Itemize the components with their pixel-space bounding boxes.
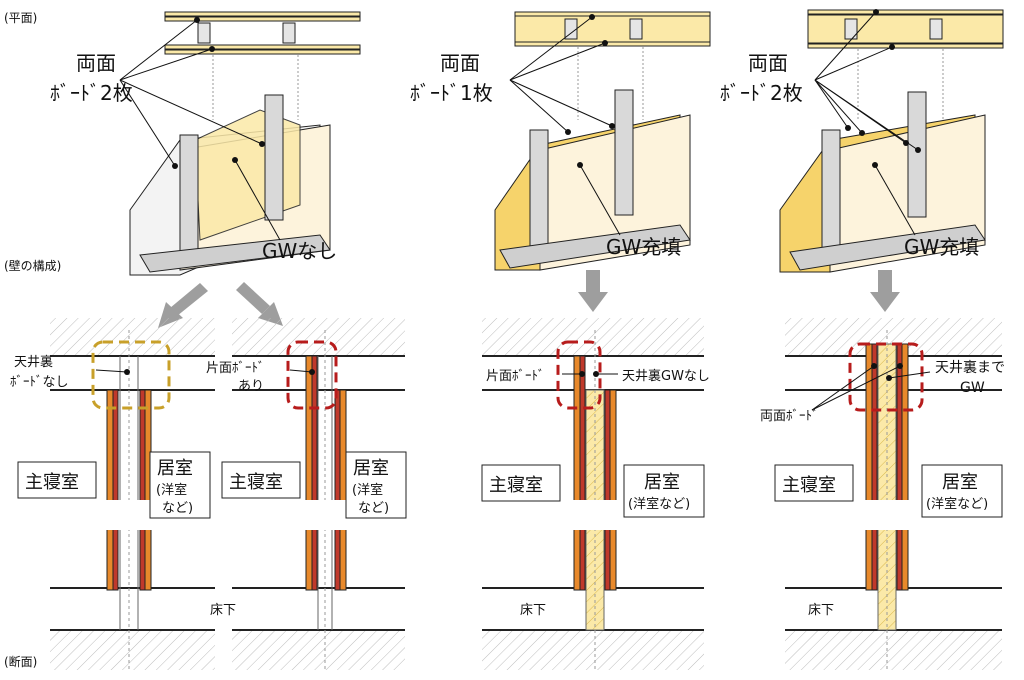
section-3: 片面ﾎﾞｰﾄﾞ 天井裏GWなし 主寝室 居室 (洋室など) 床下 [481,318,710,670]
variant-1-gw-label: GWなし [262,239,337,263]
cross-section-label: (断面) [4,654,37,669]
section-3-callout-right: 天井裏GWなし [622,369,710,384]
variant-2-leader-lines [509,14,615,135]
variant-3-board-label-1: 両面 [748,51,788,75]
section-3-callout-left: 片面ﾎﾞｰﾄﾞ [486,369,545,384]
variant-2-plan [514,11,711,120]
variant-1-plan [164,11,361,120]
variant-3-leader-lines [814,9,921,153]
variant-1-wall-iso [129,94,331,276]
section-3-room-right-2: (洋室など) [628,496,690,512]
arrow-right-down-2 [870,270,900,312]
variant-3: 両面 ﾎﾞｰﾄﾞ2枚 GW充填 [720,9,1004,273]
section-4: 両面ﾎﾞｰﾄﾞ 天井裏まで GW 主寝室 居室 (洋室など) 床下 [760,318,1005,670]
section-4-callout-right-2: GW [960,380,985,396]
section-2: 片面ﾎﾞｰﾄﾞ あり 主寝室 居室 (洋室 など) 床下 [206,318,407,670]
section-4-room-left: 主寝室 [782,475,836,496]
section-4-room-right-2: (洋室など) [926,496,988,512]
variant-1: 両面 ﾎﾞｰﾄﾞ2枚 GWなし [50,11,361,276]
section-2-floor-label: 床下 [210,603,236,618]
section-2-room-right-2: (洋室 [352,482,383,498]
section-4-floor-label: 床下 [808,603,834,618]
variant-3-gw-label: GW充填 [904,235,979,259]
variant-2-board-label-1: 両面 [440,51,480,75]
section-1: 天井裏 ﾎﾞｰﾄﾞなし 主寝室 居室 (洋室 など) [10,318,215,670]
section-2-room-right-3: など) [358,501,389,516]
variant-1-board-label-2: ﾎﾞｰﾄﾞ2枚 [50,81,133,105]
section-3-room-left: 主寝室 [489,475,543,496]
section-1-callout-2: ﾎﾞｰﾄﾞなし [10,375,69,390]
section-1-room-right-1: 居室 [157,458,193,479]
section-3-floor-label: 床下 [520,603,546,618]
section-4-room-right-1: 居室 [942,472,978,493]
section-1-room-right-3: など) [162,501,193,516]
section-4-callout-right-1: 天井裏まで [935,359,1005,376]
section-2-room-right-1: 居室 [353,458,389,479]
variant-2-board-label-2: ﾎﾞｰﾄﾞ1枚 [410,81,493,105]
section-1-callout-1: 天井裏 [14,355,53,370]
variant-3-plan [807,9,1004,120]
section-4-callout-left: 両面ﾎﾞｰﾄﾞ [760,409,819,424]
variant-2-wall-iso [494,89,691,271]
variant-2: 両面 ﾎﾞｰﾄﾞ1枚 GW充填 [410,11,711,271]
wall-composition-section-label: (壁の構成) [4,258,61,273]
section-3-room-right-1: 居室 [644,472,680,493]
section-2-callout-1: 片面ﾎﾞｰﾄﾞ [206,361,265,376]
section-1-room-left: 主寝室 [25,472,79,493]
section-1-room-right-2: (洋室 [156,482,187,498]
variant-3-board-label-2: ﾎﾞｰﾄﾞ2枚 [720,81,803,105]
plan-section-label: (平面) [4,11,37,25]
arrow-mid-down [578,270,608,312]
variant-1-board-label-1: 両面 [76,51,116,75]
variant-3-wall-iso [779,91,986,273]
variant-2-gw-label: GW充填 [606,235,681,259]
section-2-callout-2: あり [238,379,264,394]
variant-1-leader-lines [119,17,265,169]
section-2-room-left: 主寝室 [229,472,283,493]
